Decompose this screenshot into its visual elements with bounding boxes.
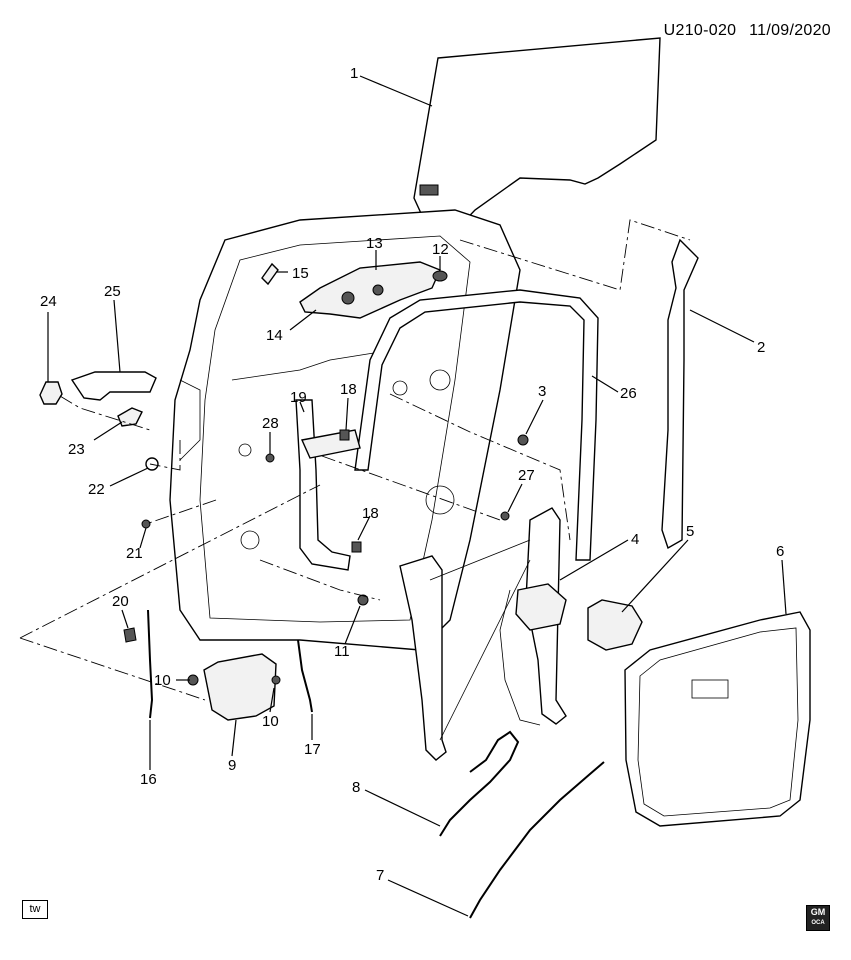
callout-6: 6 [776, 543, 784, 560]
part-window-regulator-4 [399, 507, 567, 761]
callout-7: 7 [376, 867, 384, 884]
callout-5: 5 [686, 523, 694, 540]
callout-20: 20 [112, 593, 129, 610]
diagram-code: U210-020 [663, 22, 737, 39]
gm-logo-bottom: OCA [811, 920, 825, 926]
callout-16: 16 [140, 771, 157, 788]
part-outside-handle-25 [70, 371, 157, 401]
part-rod-16 [147, 609, 154, 719]
part-window-glass [413, 37, 661, 229]
callout-15: 15 [292, 265, 309, 282]
diagram-date: 11/09/2020 [749, 22, 831, 39]
gm-logo-top: GM [810, 907, 826, 917]
callout-10a: 10 [154, 672, 171, 689]
part-handle-module-13 [299, 261, 441, 319]
callout-2: 2 [757, 339, 765, 356]
part-bolt-11 [357, 594, 369, 606]
part-bolt-10b [271, 675, 281, 685]
callout-4: 4 [631, 531, 639, 548]
part-bolt-27 [500, 511, 510, 521]
leader-lines [47, 75, 787, 917]
callout-18b: 18 [362, 505, 379, 522]
callout-21: 21 [126, 545, 143, 562]
callout-27: 27 [518, 467, 535, 484]
callout-23: 23 [68, 441, 85, 458]
tw-badge: tw [22, 900, 48, 919]
part-rear-channel-2 [661, 238, 699, 550]
part-bolt-28 [265, 453, 275, 463]
reference-lines [19, 219, 691, 701]
part-window-motor-5 [587, 599, 643, 651]
diagram-header: U210-020 11/09/2020 [656, 22, 831, 40]
part-handle-cap-24 [39, 381, 63, 405]
part-clip-15 [261, 262, 279, 286]
part-window-channel-26 [354, 289, 599, 561]
callout-14: 14 [266, 327, 283, 344]
callout-13: 13 [366, 235, 383, 252]
callout-labels: 1 2 3 4 5 6 7 8 9 10 10 11 12 13 14 15 1… [40, 65, 784, 884]
callout-22: 22 [88, 481, 105, 498]
callout-17: 17 [304, 741, 321, 758]
callout-8: 8 [352, 779, 360, 796]
part-water-deflector-6 [624, 611, 811, 827]
part-clip-18b [351, 541, 362, 553]
part-bolt-20 [123, 627, 137, 643]
callout-19: 19 [290, 389, 307, 406]
part-rod-17 [297, 639, 313, 713]
part-nut-12 [432, 270, 448, 282]
callout-24: 24 [40, 293, 57, 310]
callout-28: 28 [262, 415, 279, 432]
part-latch-9 [203, 653, 277, 721]
callout-12: 12 [432, 241, 449, 258]
part-bolt-3 [517, 434, 529, 446]
part-cable-7 [469, 761, 605, 919]
callout-9: 9 [228, 757, 236, 774]
callout-18a: 18 [340, 381, 357, 398]
callout-1: 1 [350, 65, 358, 82]
callout-10b: 10 [262, 713, 279, 730]
part-clip-18a [339, 429, 350, 441]
callout-11: 11 [334, 643, 350, 660]
callout-26: 26 [620, 385, 637, 402]
gm-logo: GM OCA [806, 905, 830, 931]
callout-25: 25 [104, 283, 121, 300]
callout-3: 3 [538, 383, 546, 400]
part-cable-8 [439, 730, 520, 837]
part-bolt-21 [141, 519, 151, 529]
